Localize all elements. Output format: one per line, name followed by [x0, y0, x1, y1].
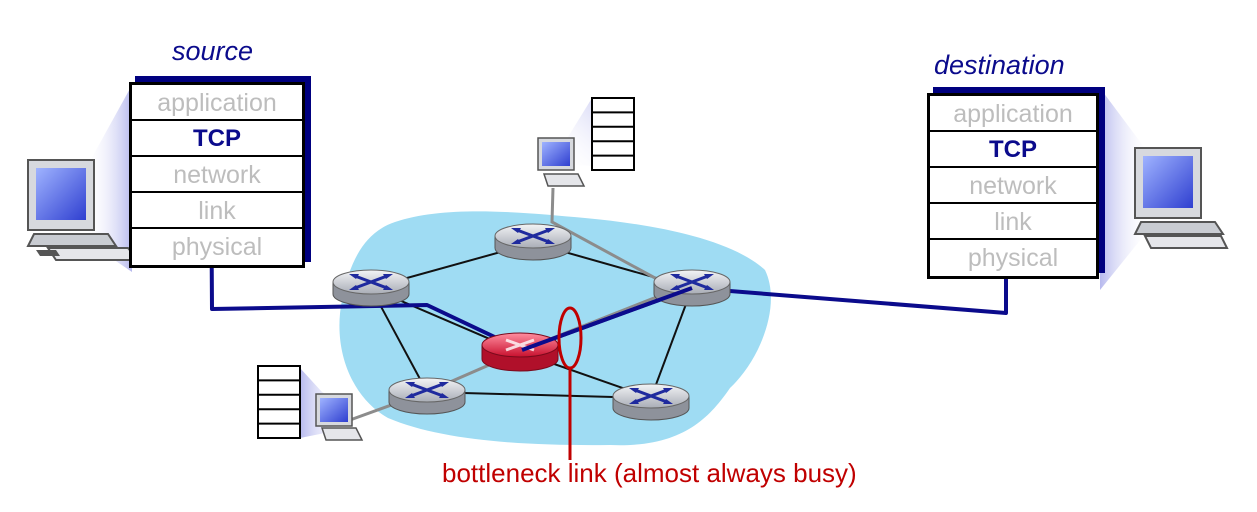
bottleneck-label: bottleneck link (almost always busy) [442, 458, 857, 488]
destination-layer-network: network [930, 168, 1096, 204]
router-icon [493, 222, 573, 262]
source-fan [85, 85, 132, 272]
bottleneck-router-icon [481, 332, 559, 372]
destination-layer-link: link [930, 204, 1096, 240]
router-icon [387, 376, 467, 416]
source-title: source [172, 36, 254, 66]
source-layer-physical: physical [171, 233, 263, 261]
router-icon [611, 382, 691, 422]
queue-buffer-icon [591, 97, 635, 171]
tcp-path-bottleneck-segment [521, 286, 693, 352]
source-desktop-computer-icon [26, 159, 141, 261]
source-layer-application: application [132, 85, 302, 121]
destination-desktop-computer-icon [1133, 147, 1229, 249]
destination-fan [1100, 88, 1150, 290]
source-layer-tcp: TCP [132, 121, 302, 157]
bottom-laptop-icon [315, 393, 364, 441]
top-laptop-icon [537, 137, 586, 187]
destination-layer-application: application [930, 96, 1096, 132]
source-layer-link: link [132, 193, 302, 229]
destination-layer-physical: physical [967, 244, 1059, 272]
queue-buffer-icon [257, 365, 301, 439]
source-protocol-stack: application TCP network link physical [129, 82, 305, 268]
destination-protocol-stack: application TCP network link physical [927, 93, 1099, 279]
destination-title: destination [934, 50, 1065, 80]
router-icon [331, 268, 411, 308]
destination-layer-tcp: TCP [930, 132, 1096, 168]
source-layer-network: network [132, 157, 302, 193]
